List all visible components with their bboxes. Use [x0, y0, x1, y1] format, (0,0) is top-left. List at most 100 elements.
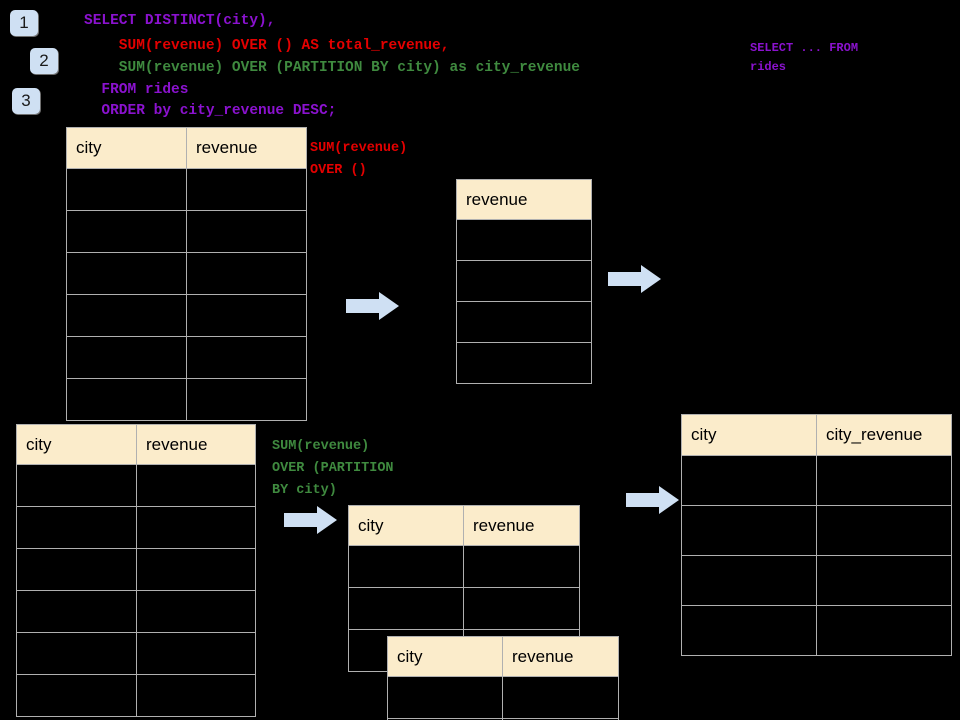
table-row	[456, 219, 592, 261]
table-header-row: city revenue	[16, 424, 256, 465]
table-row	[456, 260, 592, 302]
table-header-row: city revenue	[387, 636, 619, 677]
table-cell	[681, 505, 817, 556]
arrow-source-to-partition	[284, 505, 338, 535]
note-sum-over-partition: SUM(revenue) OVER (PARTITION BY city)	[272, 439, 394, 498]
table-row	[348, 587, 580, 630]
table-cell	[463, 545, 580, 588]
table-cell	[681, 605, 817, 656]
table-cell	[16, 674, 137, 717]
table-row	[681, 555, 952, 606]
table-cell	[186, 168, 307, 211]
table-cell	[681, 455, 817, 506]
table-cell	[816, 555, 952, 606]
table-cell	[136, 548, 256, 591]
table-cell	[456, 342, 592, 384]
table-cell	[136, 674, 256, 717]
table-cell	[136, 464, 256, 507]
arrow-source-to-total	[346, 291, 400, 321]
table-cell	[16, 464, 137, 507]
table-row	[387, 718, 619, 720]
table-cell	[348, 545, 464, 588]
sql-line-total-revenue: SUM(revenue) OVER () AS total_revenue,	[84, 38, 450, 54]
table-cell	[136, 590, 256, 633]
step-badge-2: 2	[30, 48, 58, 74]
table-cell	[66, 336, 187, 379]
table-cell	[66, 294, 187, 337]
step-badge-3: 3	[12, 88, 40, 114]
table-row	[66, 294, 307, 337]
table-cell	[186, 252, 307, 295]
table-cell	[456, 301, 592, 343]
note-select-from-rides: SELECT ... FROM rides	[750, 41, 859, 74]
arrow-partition-to-result	[626, 485, 680, 515]
column-header-revenue: revenue	[456, 179, 592, 220]
table-cell	[136, 506, 256, 549]
table-row	[16, 674, 256, 717]
sql-line-from: FROM rides	[84, 82, 189, 98]
table-body	[681, 455, 952, 656]
table-cell	[387, 676, 503, 719]
table-body	[456, 219, 592, 384]
table-body	[66, 168, 307, 421]
table-total-revenue: revenue	[456, 179, 592, 384]
arrow-total-to-result	[608, 264, 662, 294]
table-row	[66, 378, 307, 421]
table-cell	[136, 632, 256, 675]
sql-line-city-revenue: SUM(revenue) OVER (PARTITION BY city) as…	[84, 60, 580, 76]
sql-line-order-by: ORDER by city_revenue DESC;	[84, 103, 337, 119]
table-cell	[66, 378, 187, 421]
table-row	[66, 252, 307, 295]
table-cell	[186, 336, 307, 379]
table-row	[456, 301, 592, 343]
column-header-city: city	[387, 636, 503, 677]
table-rides-source-bottom: city revenue	[16, 424, 256, 717]
table-rides-source-top: city revenue	[66, 127, 307, 421]
column-header-revenue: revenue	[502, 636, 619, 677]
table-partition-group-front: city revenue	[387, 636, 619, 720]
table-cell	[502, 718, 619, 720]
table-cell	[463, 587, 580, 630]
column-header-city: city	[348, 505, 464, 546]
table-cell	[66, 210, 187, 253]
column-header-city: city	[16, 424, 137, 465]
table-cell	[186, 210, 307, 253]
table-row	[16, 464, 256, 507]
table-cell	[456, 219, 592, 261]
table-cell	[16, 590, 137, 633]
column-header-city: city	[66, 127, 187, 169]
table-row	[66, 336, 307, 379]
table-row	[681, 605, 952, 656]
table-cell	[681, 555, 817, 606]
table-cell	[186, 294, 307, 337]
table-row	[66, 210, 307, 253]
table-row	[16, 548, 256, 591]
table-cell	[66, 168, 187, 211]
table-body	[387, 676, 619, 720]
table-header-row: city revenue	[348, 505, 580, 546]
step-badge-1: 1	[10, 10, 38, 36]
table-row	[16, 590, 256, 633]
column-header-revenue: revenue	[186, 127, 307, 169]
table-body	[16, 464, 256, 717]
table-row	[16, 506, 256, 549]
table-cell	[456, 260, 592, 302]
table-row	[681, 505, 952, 556]
table-row	[387, 676, 619, 719]
column-header-revenue: revenue	[136, 424, 256, 465]
table-cell	[816, 455, 952, 506]
sql-line-select: SELECT DISTINCT(city),	[84, 13, 276, 29]
table-header-row: revenue	[456, 179, 592, 220]
table-cell	[348, 587, 464, 630]
table-row	[16, 632, 256, 675]
table-city-revenue-result: city city_revenue	[681, 414, 952, 656]
table-cell	[16, 548, 137, 591]
column-header-city: city	[681, 414, 817, 456]
table-header-row: city city_revenue	[681, 414, 952, 456]
table-cell	[186, 378, 307, 421]
table-row	[681, 455, 952, 506]
table-cell	[816, 505, 952, 556]
table-cell	[16, 506, 137, 549]
table-cell	[816, 605, 952, 656]
